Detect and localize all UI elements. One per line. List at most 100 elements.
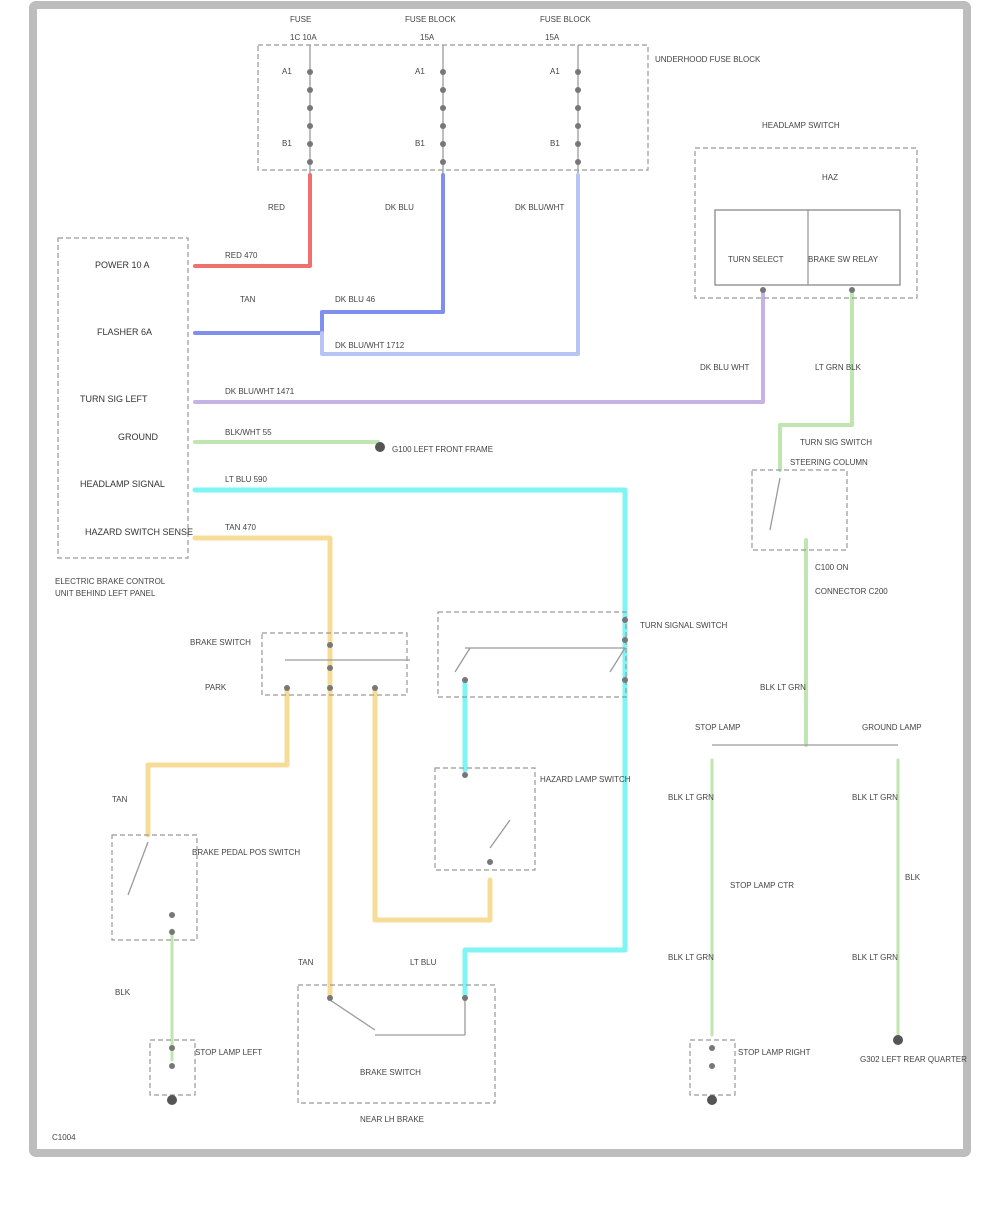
- wire-blk-center: BLK LT GRN: [760, 683, 806, 692]
- module-sub: UNIT BEHIND LEFT PANEL: [55, 589, 156, 598]
- wire-cyan-left: LT BLU 590: [225, 475, 268, 484]
- lamp-right: STOP LAMP RIGHT: [689, 1039, 811, 1105]
- footnote: C1004: [52, 1133, 76, 1142]
- right-top-r: GROUND LAMP: [862, 723, 922, 732]
- center-switch-sub: PARK: [205, 683, 227, 692]
- fuse-2-b: B1: [415, 139, 425, 148]
- right-switch-arm: [769, 477, 781, 531]
- fuse-box-group: FUSE FUSE BLOCK FUSE BLOCK 1C 10A 15A 15…: [257, 15, 761, 175]
- module-pin-3: TURN SIG LEFT: [80, 394, 148, 404]
- right-note-1: C100 ON: [815, 563, 849, 572]
- lamp-right-ground: [707, 1095, 717, 1105]
- fuse-sub-3: 15A: [545, 33, 560, 42]
- lamp-right-box: [689, 1039, 736, 1096]
- wire-yellow-left-label: TAN 470: [225, 523, 257, 532]
- wire-purple-label: DK BLU/WHT 1471: [225, 387, 295, 396]
- fuse-1-b: B1: [282, 139, 292, 148]
- lamp-left-ground: [167, 1095, 177, 1105]
- diagram-frame: [29, 1, 971, 1157]
- right-module-c: BRAKE SW RELAY: [808, 255, 879, 264]
- right-top-l: STOP LAMP: [695, 723, 741, 732]
- module-pin-5: HEADLAMP SIGNAL: [80, 479, 165, 489]
- fuse-1: A1 B1: [282, 45, 313, 175]
- wire-blk-r1: BLK LT GRN: [668, 793, 714, 802]
- wire-yellow-main: [192, 535, 333, 998]
- bottom-switch: BRAKE SWITCH NEAR LH BRAKE: [297, 984, 496, 1124]
- ground-symbol: [375, 442, 385, 452]
- wire-green-right: [778, 288, 854, 472]
- lamp-left-label: STOP LAMP LEFT: [195, 1048, 262, 1057]
- module-pin-4: GROUND: [118, 432, 158, 442]
- wire-blk-r4: BLK LT GRN: [852, 953, 898, 962]
- fuse-box: [257, 44, 649, 171]
- wire-blk-r2: BLK LT GRN: [852, 793, 898, 802]
- fuse-sub-1: 1C 10A: [290, 33, 317, 42]
- right-switch-label: TURN SIG SWITCH: [800, 438, 872, 447]
- wire-blue-a: DK BLU 46: [335, 295, 376, 304]
- right-module-title: HEADLAMP SWITCH: [762, 121, 840, 130]
- ground-right-symbol: [893, 1035, 903, 1045]
- left-switch-box: [111, 834, 198, 941]
- wire-yellow-mid: [372, 687, 493, 923]
- fuse-header-2: FUSE BLOCK: [405, 15, 456, 24]
- wire-red-left: RED 470: [225, 251, 258, 260]
- fuse-header-3: FUSE BLOCK: [540, 15, 591, 24]
- left-switch-label: BRAKE PEDAL POS SWITCH: [192, 848, 300, 857]
- wire-lightblue: [320, 173, 580, 356]
- ground-right: G302 LEFT REAR QUARTER: [860, 1035, 967, 1064]
- wire-blue-b: DK BLU/WHT 1712: [335, 341, 405, 350]
- right-switch-sub: STEERING COLUMN: [790, 458, 868, 467]
- module-label: ELECTRIC BRAKE CONTROL: [55, 577, 166, 586]
- right-switch-box: [751, 469, 848, 551]
- right-switch: TURN SIG SWITCH STEERING COLUMN C100 ON …: [695, 438, 922, 732]
- right-module: HEADLAMP SWITCH TURN SELECT HAZ BRAKE SW…: [694, 121, 918, 299]
- wire-right-green: LT GRN BLK: [815, 363, 862, 372]
- wire-tan-bottom: TAN: [298, 958, 314, 967]
- right-module-box: [694, 147, 918, 299]
- center-switch-box: [261, 632, 408, 696]
- lamp-center-label: STOP LAMP CTR: [730, 881, 794, 890]
- module-pin-1: POWER 10 A: [95, 260, 150, 270]
- fuse-2-a: A1: [415, 67, 425, 76]
- wire-red-top: RED: [268, 203, 285, 212]
- ground-label: G100 LEFT FRONT FRAME: [392, 445, 493, 454]
- fuse-3-b: B1: [550, 139, 560, 148]
- mid-switch: TURN SIGNAL SWITCH: [437, 611, 727, 698]
- fuse-2: A1 B1: [415, 45, 446, 175]
- wire-red: [193, 173, 312, 268]
- bottom-switch-box: [297, 984, 496, 1104]
- relay: HAZARD LAMP SWITCH: [434, 767, 631, 871]
- wire-blk: BLK: [115, 988, 131, 997]
- fuse-3-a: A1: [550, 67, 560, 76]
- wire-blk-r5: BLK: [905, 873, 921, 882]
- module-pin-6: HAZARD SWITCH SENSE: [85, 527, 193, 537]
- wire-blue-top: DK BLU: [385, 203, 414, 212]
- lamp-left-box: [149, 1039, 196, 1096]
- right-module-a: TURN SELECT: [728, 255, 784, 264]
- ground-right-label: G302 LEFT REAR QUARTER: [860, 1055, 967, 1064]
- module-pin-2: FLASHER 6A: [97, 327, 152, 337]
- wire-lightblue-top: DK BLU/WHT: [515, 203, 564, 212]
- right-module-b: HAZ: [822, 173, 838, 182]
- fuse-note: UNDERHOOD FUSE BLOCK: [655, 55, 761, 64]
- fuse-header-1: FUSE: [290, 15, 311, 24]
- mid-switch-label: TURN SIGNAL SWITCH: [640, 621, 727, 630]
- fuse-3: A1 B1: [550, 45, 581, 175]
- relay-label: HAZARD LAMP SWITCH: [540, 775, 631, 784]
- fuse-1-a: A1: [282, 67, 292, 76]
- wire-ltblu: LT BLU: [410, 958, 437, 967]
- left-module-box: [57, 237, 189, 559]
- lamp-left: STOP LAMP LEFT: [149, 1039, 262, 1105]
- center-switch-label: BRAKE SWITCH: [190, 638, 251, 647]
- left-module: POWER 10 A FLASHER 6A TURN SIG LEFT GROU…: [55, 237, 193, 598]
- wire-cyan: [192, 487, 628, 998]
- wire-yellow-left: [145, 687, 290, 838]
- relay-box: [434, 767, 536, 871]
- bottom-switch-label: BRAKE SWITCH: [360, 1068, 421, 1077]
- wire-blk-r3: BLK LT GRN: [668, 953, 714, 962]
- wire-green-left: BLK/WHT 55: [225, 428, 272, 437]
- wire-ground-label: TAN: [240, 295, 256, 304]
- wire-yellow-sw: TAN: [112, 795, 128, 804]
- wire-purple: [193, 288, 765, 404]
